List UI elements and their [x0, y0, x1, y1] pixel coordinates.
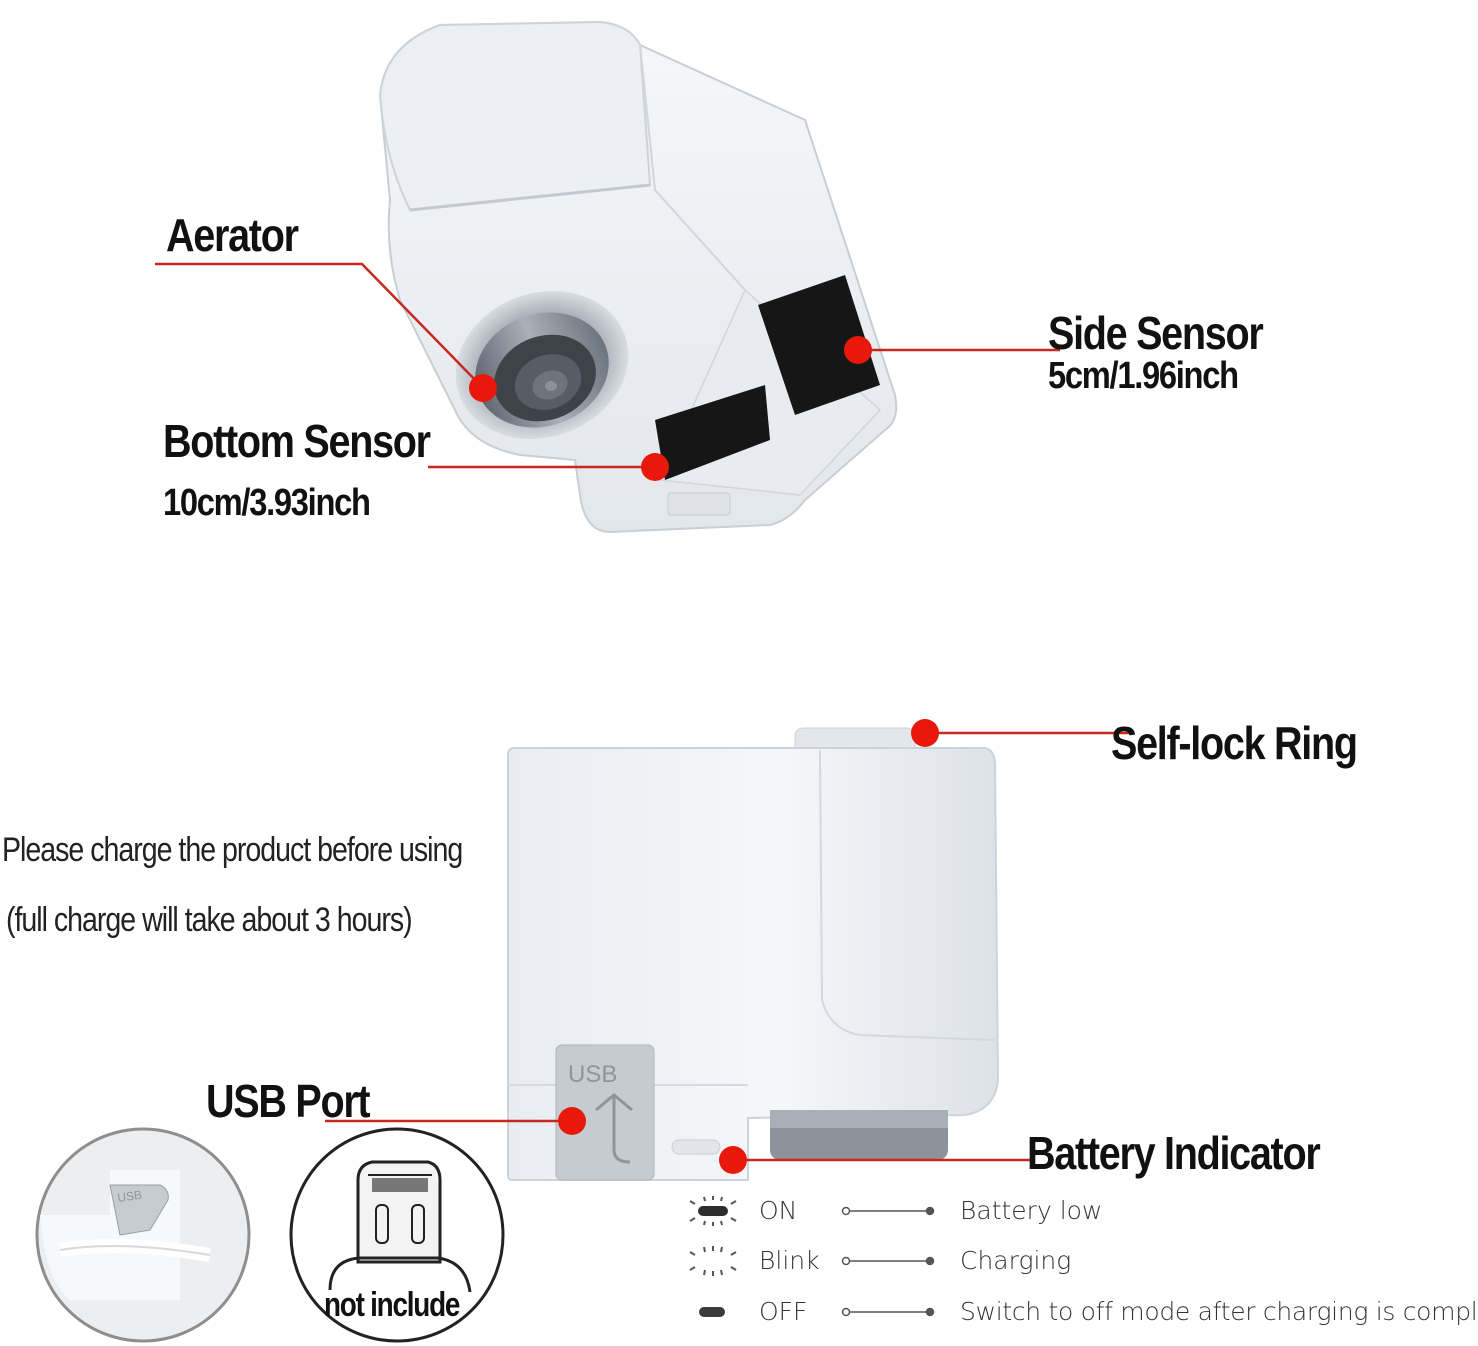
- battery-indicator-marker: [719, 1146, 747, 1174]
- inset-usb-marking: USB: [116, 1188, 142, 1205]
- top-view-device: [378, 20, 898, 534]
- usb-port-marker: [558, 1107, 586, 1135]
- side-sensor-range: 5cm/1.96inch: [1048, 355, 1239, 397]
- battery-legend-graphics: [689, 1196, 935, 1317]
- battery-indicator-label: Battery Indicator: [1027, 1127, 1321, 1179]
- legend-state-off: OFF: [759, 1297, 808, 1326]
- legend-state-blink: Blink: [759, 1246, 820, 1275]
- bottom-sensor-window: [655, 385, 770, 480]
- led-off-icon: [699, 1307, 725, 1317]
- micro-usb-inset: [289, 1127, 505, 1343]
- legend-connectors: [841, 1206, 935, 1317]
- side-view-device: [507, 727, 1000, 1181]
- usb-cover: [555, 1044, 655, 1181]
- side-sensor-label: Side Sensor: [1048, 307, 1264, 359]
- self-lock-ring-label: Self-lock Ring: [1111, 717, 1358, 769]
- legend-state-on: ON: [759, 1196, 798, 1225]
- usb-port-label: USB Port: [206, 1075, 371, 1127]
- charge-note-line2: (full charge will take about 3 hours): [6, 901, 413, 939]
- aerator-marker: [469, 374, 497, 402]
- charge-note-line1: Please charge the product before using: [2, 831, 463, 869]
- callout-dots: [469, 336, 939, 1174]
- side-sensor-window: [758, 275, 880, 415]
- bottom-sensor-marker: [641, 453, 669, 481]
- legend-meaning-battery-low: Battery low: [960, 1196, 1103, 1225]
- side-sensor-marker: [844, 336, 872, 364]
- usb-cable-inset: [35, 1127, 251, 1343]
- legend-meaning-switch-off: Switch to off mode after charging is com…: [960, 1297, 1478, 1326]
- aerator-label: Aerator: [166, 209, 299, 261]
- led-blink-icon: [689, 1246, 737, 1276]
- not-included-label: not include: [324, 1286, 460, 1324]
- led-on-icon: [689, 1196, 737, 1226]
- usb-marking: USB: [568, 1061, 617, 1088]
- legend-meaning-charging: Charging: [960, 1246, 1072, 1275]
- callout-lines: [155, 262, 1130, 1162]
- self-lock-ring-marker: [911, 719, 939, 747]
- bottom-sensor-label: Bottom Sensor: [163, 415, 431, 467]
- bottom-sensor-range: 10cm/3.93inch: [163, 482, 371, 524]
